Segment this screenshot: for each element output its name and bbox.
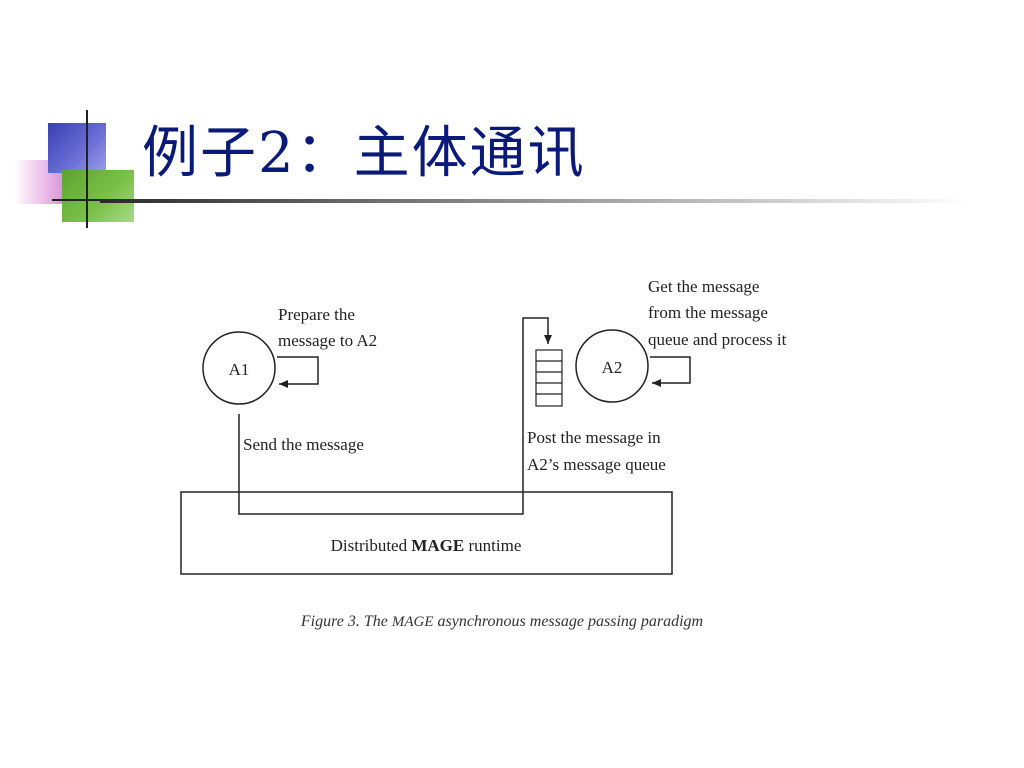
runtime-label-prefix: Distributed [331, 536, 412, 555]
post-label-line1: Post the message in [527, 428, 661, 447]
get-label-line3: queue and process it [648, 330, 787, 349]
post-label-line2: A2’s message queue [527, 455, 666, 474]
message-path-line [238, 317, 552, 515]
message-queue [535, 349, 563, 407]
runtime-box [180, 491, 673, 575]
send-label: Send the message [243, 435, 364, 454]
figure-caption: Figure 3. The MAGE asynchronous message … [300, 613, 703, 630]
get-label-line1: Get the message [648, 277, 759, 296]
figure-caption-name: MAGE [391, 614, 434, 630]
prepare-label-line2: message to A2 [278, 331, 377, 350]
agent-a1-circle [202, 331, 276, 405]
get-label-line2: from the message [648, 303, 768, 322]
decor-blue-square [48, 123, 106, 173]
title-underline [100, 199, 970, 203]
figure-caption-prefix: Figure 3. The [300, 613, 392, 630]
a2-process-arrow [650, 356, 691, 387]
runtime-label-suffix: runtime [464, 536, 521, 555]
decor-vertical-line [86, 110, 88, 228]
decor-green-square [62, 170, 134, 222]
agent-a2-circle [575, 329, 649, 403]
runtime-label-name: MAGE [411, 536, 464, 555]
figure-caption-suffix: asynchronous message passing paradigm [433, 613, 703, 630]
agent-a2-label: A2 [602, 358, 623, 377]
a1-prepare-arrow [277, 356, 319, 388]
slide-title: 例子2：主体通讯 [142, 121, 586, 186]
prepare-label-line1: Prepare the [278, 305, 355, 324]
decor-cross-line [52, 199, 104, 201]
agent-a1-label: A1 [229, 360, 250, 379]
runtime-label: Distributed MAGE runtime [331, 536, 522, 555]
